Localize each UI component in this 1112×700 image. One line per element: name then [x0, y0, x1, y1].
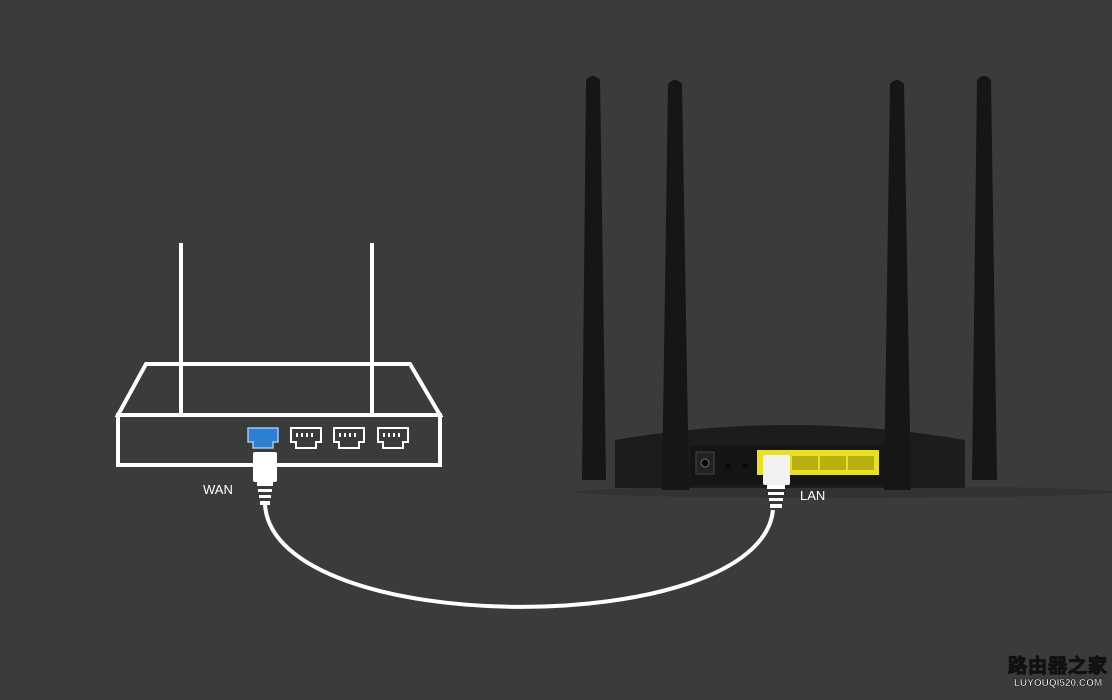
watermark-logo: 路由器之家 LUYOUQI520.COM — [1007, 656, 1109, 690]
lan-plug — [763, 455, 790, 508]
modem-lan-ports — [290, 427, 409, 449]
wan-port — [247, 427, 279, 449]
modem-top — [114, 362, 444, 417]
watermark-site: LUYOUQI520.COM — [1013, 678, 1103, 690]
ethernet-cable — [263, 504, 775, 609]
router-antennas — [582, 76, 997, 490]
wan-label: WAN — [203, 482, 233, 497]
modem-outline — [114, 243, 444, 467]
watermark-chinese: 路由器之家 — [1007, 656, 1109, 678]
lan-label: LAN — [800, 488, 826, 503]
wan-plug — [253, 452, 277, 505]
router-photo — [575, 76, 1112, 498]
modem-front — [116, 413, 442, 467]
